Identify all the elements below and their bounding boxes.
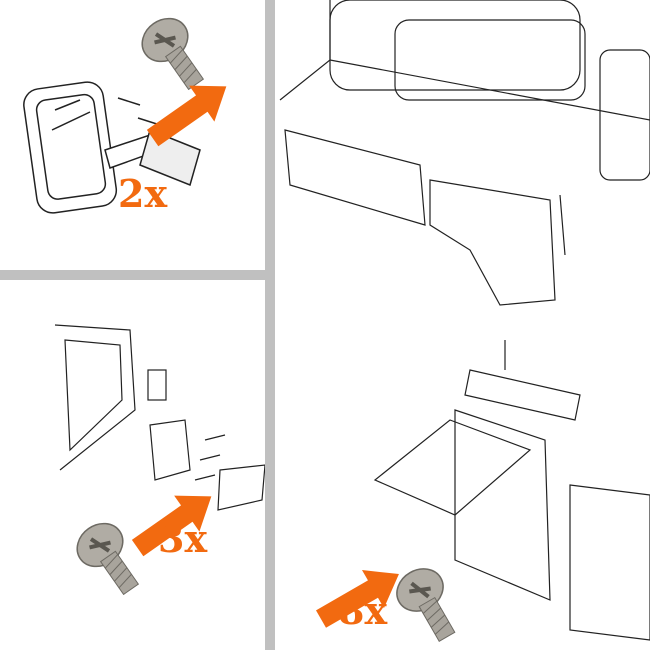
mirror-screw-count: 2x <box>118 171 168 216</box>
screw-icon <box>387 558 470 650</box>
screw-icon <box>131 7 218 101</box>
latch-screw-count: 3x <box>158 516 208 561</box>
dashboard-diagram <box>279 0 650 641</box>
door-latch-diagram <box>54 324 266 511</box>
mirror-diagram <box>23 81 201 214</box>
screw-icon <box>66 512 153 606</box>
vertical-divider <box>265 0 275 650</box>
dashboard-screw-count: 8x <box>338 588 388 633</box>
horizontal-divider <box>0 270 265 280</box>
